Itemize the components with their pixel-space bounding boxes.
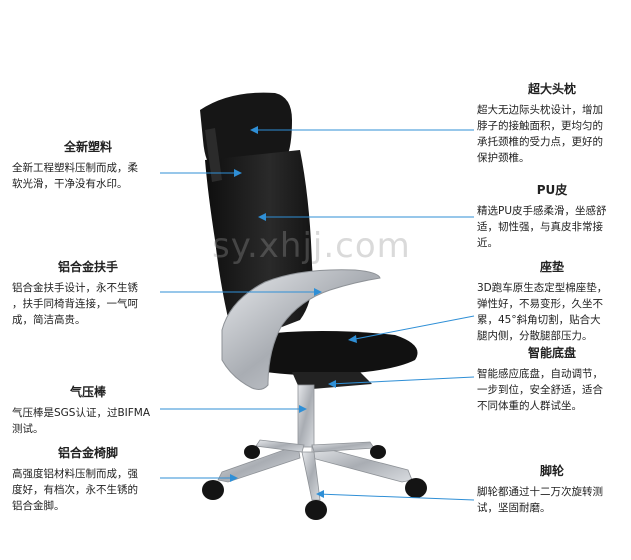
feature-gas-lift: 气压棒 气压棒是SGS认证，过BIFMA 测试。 xyxy=(12,383,164,437)
feature-title: 座垫 xyxy=(539,260,564,274)
feature-chassis: 智能底盘 智能感应底盘，自动调节， 一步到位，安全舒适，适合 不同体重的人群试坐… xyxy=(477,344,627,414)
back-shell-shape xyxy=(205,128,222,182)
feature-title: 全新塑料 xyxy=(63,140,112,154)
watermark-text: sy.xhjj.com xyxy=(212,226,411,266)
feature-title: 脚轮 xyxy=(539,464,564,478)
feature-headrest: 超大头枕 超大无边际头枕设计，增加 脖子的接触面积，更均匀的 承托颈椎的受力点，… xyxy=(477,80,627,166)
callout-arrows xyxy=(230,126,357,498)
feature-base: 铝合金椅脚 高强度铝材料压制而成，强 度好，有档次，永不生锈的 铝合金脚。 xyxy=(12,444,164,514)
feature-description: 全新工程塑料压制而成，柔 软光滑，干净没有水印。 xyxy=(12,162,138,190)
feature-description: 高强度铝材料压制而成，强 度好，有档次，永不生锈的 铝合金脚。 xyxy=(12,468,138,512)
headrest-shape xyxy=(200,92,292,170)
feature-description: 铝合金扶手设计，永不生锈 ，扶手同椅背连接，一气呵 成，简洁高贵。 xyxy=(12,282,138,326)
feature-armrest: 铝合金扶手 铝合金扶手设计，永不生锈 ，扶手同椅背连接，一气呵 成，简洁高贵。 xyxy=(12,258,164,328)
gas-lift-shape xyxy=(297,384,315,448)
feature-title: 气压棒 xyxy=(69,385,106,399)
feature-description: 超大无边际头枕设计，增加 脖子的接触面积，更均匀的 承托颈椎的受力点，更好的 保… xyxy=(477,104,603,164)
feature-description: 气压棒是SGS认证，过BIFMA 测试。 xyxy=(12,407,151,435)
feature-title: 铝合金椅脚 xyxy=(57,446,118,460)
armrest-frame-shape xyxy=(221,269,381,390)
feature-title: PU皮 xyxy=(536,183,568,197)
feature-plastic: 全新塑料 全新工程塑料压制而成，柔 软光滑，干净没有水印。 xyxy=(12,138,164,192)
feature-casters: 脚轮 脚轮都通过十二万次旋转测 试，坚固耐磨。 xyxy=(477,462,627,516)
feature-description: 3D跑车原生态定型棉座垫， 弹性好，不易变形，久坐不 累，45°斜角切割，贴合大… xyxy=(477,282,608,342)
feature-title: 智能底盘 xyxy=(527,346,576,360)
feature-cushion: 座垫 3D跑车原生态定型棉座垫， 弹性好，不易变形，久坐不 累，45°斜角切割，… xyxy=(477,258,627,344)
feature-title: 超大头枕 xyxy=(527,82,576,96)
feature-description: 脚轮都通过十二万次旋转测 试，坚固耐磨。 xyxy=(477,486,603,514)
callout-lines xyxy=(160,129,475,501)
casters-shape xyxy=(202,445,427,520)
base-shape xyxy=(217,439,413,501)
feature-description: 精选PU皮手感柔滑，坐感舒 适，韧性强，与真皮非常接 近。 xyxy=(477,205,607,249)
feature-title: 铝合金扶手 xyxy=(57,260,118,274)
feature-description: 智能感应底盘，自动调节， 一步到位，安全舒适，适合 不同体重的人群试坐。 xyxy=(477,368,603,412)
feature-pu-leather: PU皮 精选PU皮手感柔滑，坐感舒 适，韧性强，与真皮非常接 近。 xyxy=(477,181,627,251)
